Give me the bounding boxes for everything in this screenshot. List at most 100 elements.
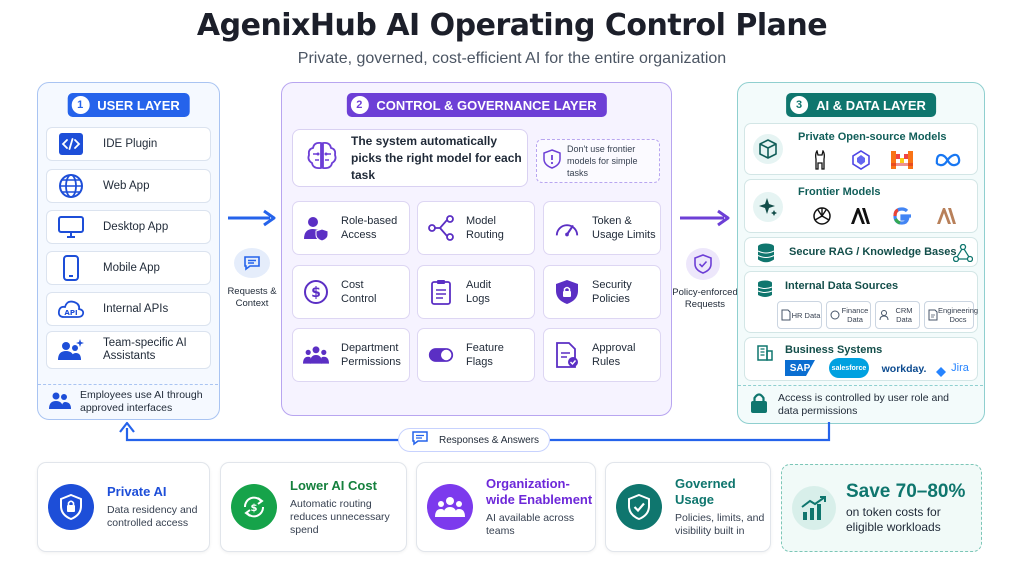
api-cloud-icon: API	[57, 297, 85, 321]
policy-requests-label: Policy-enforced Requests	[672, 287, 738, 310]
ai-data-layer-panel: 3 AI & DATA LAYER Private Open-source Mo…	[737, 82, 985, 424]
sap-logo: SAP	[785, 360, 815, 376]
user-layer-panel: 1 USER LAYER IDE Plugin Web App Desktop …	[37, 82, 220, 420]
user-item-team-assistants[interactable]: Team-specific AI Assistants	[46, 331, 211, 369]
user-item-label: Desktop App	[103, 220, 169, 233]
source-engineering-docs[interactable]: Engineering Docs	[924, 301, 978, 329]
doc-check-icon	[554, 342, 580, 368]
benefit-desc: AI available across teams	[486, 512, 575, 537]
control-item-label: Feature Flags	[466, 342, 504, 368]
user-item-label: Mobile App	[103, 261, 160, 274]
open-source-models-title: Private Open-source Models	[798, 131, 947, 143]
control-item-audit-logs[interactable]: Audit Logs	[417, 265, 535, 319]
page-subtitle: Private, governed, cost-efficient AI for…	[297, 50, 727, 67]
jira-logo: Jira	[951, 362, 969, 374]
control-item-dept-permissions[interactable]: Department Permissions	[292, 328, 410, 382]
ai-layer-footer: Access is controlled by user role and da…	[750, 390, 975, 420]
svg-text:API: API	[64, 309, 77, 317]
anthropic-logo-icon	[849, 205, 871, 227]
source-label: CRM Data	[895, 306, 913, 324]
clipboard-icon	[428, 279, 454, 305]
user-item-label: Team-specific AI Assistants	[103, 337, 187, 362]
benefit-desc: Automatic routing reduces unnecessary sp…	[290, 497, 390, 536]
user-item-label: Web App	[103, 179, 150, 192]
control-layer-title: CONTROL & GOVERNANCE LAYER	[376, 97, 597, 113]
control-item-label: Security Policies	[592, 279, 632, 305]
google-logo-icon	[890, 203, 914, 229]
source-finance-data[interactable]: Finance Data	[826, 301, 871, 329]
internal-data-card[interactable]: Internal Data Sources HR Data Finance Da…	[744, 271, 978, 333]
user-item-desktop-app[interactable]: Desktop App	[46, 210, 211, 244]
control-item-cost-control[interactable]: $ Cost Control	[292, 265, 410, 319]
user-item-internal-apis[interactable]: API Internal APIs	[46, 292, 211, 326]
salesforce-logo: salesforce	[829, 358, 869, 378]
control-item-role-access[interactable]: Role-based Access	[292, 201, 410, 255]
jira-diamond-icon	[936, 364, 946, 382]
svg-text:$: $	[311, 285, 321, 301]
policy-shield-icon	[686, 248, 720, 280]
user-layer-footer: Employees use AI through approved interf…	[48, 388, 213, 416]
ai-layer-number: 3	[790, 96, 809, 114]
sparkle-icon	[753, 192, 783, 222]
svg-text:$: $	[251, 503, 258, 514]
mistral-logo-icon	[891, 151, 913, 169]
user-item-ide-plugin[interactable]: IDE Plugin	[46, 127, 211, 161]
control-item-label: Department Permissions	[341, 342, 401, 368]
workday-logo: workday.	[881, 363, 927, 375]
control-item-feature-flags[interactable]: Feature Flags	[417, 328, 535, 382]
ai-layer-footer-text: Access is controlled by user role and da…	[778, 392, 949, 417]
requests-context-label: Requests & Context	[227, 286, 277, 309]
internal-data-title: Internal Data Sources	[785, 280, 899, 292]
user-item-web-app[interactable]: Web App	[46, 169, 211, 203]
business-systems-card[interactable]: Business Systems SAP salesforce workday.…	[744, 337, 978, 381]
dollar-icon: $	[303, 279, 329, 305]
globe-icon	[57, 174, 85, 198]
frontier-models-card[interactable]: Frontier Models	[744, 179, 978, 233]
benefit-lower-cost: $ Lower AI Cost Automatic routing reduce…	[220, 462, 407, 552]
toggle-icon	[428, 342, 454, 368]
building-icon	[757, 345, 773, 366]
control-item-label: Token & Usage Limits	[592, 215, 656, 241]
qwen-logo-icon	[851, 150, 871, 170]
savings-title: Save 70–80%	[846, 481, 966, 502]
benefit-private-ai: Private AI Data residency and controlled…	[37, 462, 210, 552]
control-item-approval-rules[interactable]: Approval Rules	[543, 328, 661, 382]
benefit-desc: Data residency and controlled access	[107, 504, 198, 529]
gauge-icon	[554, 215, 580, 241]
secure-rag-card[interactable]: Secure RAG / Knowledge Bases	[744, 237, 978, 267]
code-icon	[57, 132, 85, 156]
routing-icon	[428, 215, 454, 241]
team-spark-icon	[57, 338, 85, 362]
frontier-note: Don't use frontier models for simple tas…	[536, 139, 660, 183]
finance-coin-icon	[830, 310, 840, 320]
lock-icon	[750, 392, 768, 419]
source-label: Finance Data	[841, 306, 869, 324]
people-icon	[48, 390, 72, 415]
control-item-label: Audit Logs	[466, 279, 492, 305]
control-item-model-routing[interactable]: Model Routing	[417, 201, 535, 255]
team-icon	[427, 484, 473, 530]
source-label: Engineering Docs	[938, 306, 979, 324]
source-hr-data[interactable]: HR Data	[777, 301, 822, 329]
eng-doc-icon	[928, 309, 938, 321]
control-item-token-limits[interactable]: Token & Usage Limits	[543, 201, 661, 255]
savings-desc: on token costs for eligible workloads	[846, 505, 941, 534]
user-layer-divider	[38, 384, 218, 385]
source-crm-data[interactable]: CRM Data	[875, 301, 920, 329]
control-layer-header: 2 CONTROL & GOVERNANCE LAYER	[346, 93, 607, 117]
ai-layer-header: 3 AI & DATA LAYER	[786, 93, 936, 117]
benefit-governed-usage: Governed Usage Policies, limits, and vis…	[605, 462, 771, 552]
open-source-models-card[interactable]: Private Open-source Models	[744, 123, 978, 175]
ai-layer-title: AI & DATA LAYER	[816, 97, 926, 113]
user-item-mobile-app[interactable]: Mobile App	[46, 251, 211, 285]
control-item-security-policies[interactable]: Security Policies	[543, 265, 661, 319]
phone-icon	[57, 255, 85, 281]
control-item-label: Approval Rules	[592, 342, 636, 368]
shield-lock-icon	[48, 484, 94, 530]
group-icon	[303, 342, 329, 368]
frontier-models-title: Frontier Models	[798, 186, 881, 198]
warning-shield-icon	[543, 148, 561, 174]
benefit-title: Lower AI Cost	[290, 477, 377, 493]
ai-layer-divider	[738, 385, 983, 386]
shield-lock-icon	[554, 279, 580, 305]
